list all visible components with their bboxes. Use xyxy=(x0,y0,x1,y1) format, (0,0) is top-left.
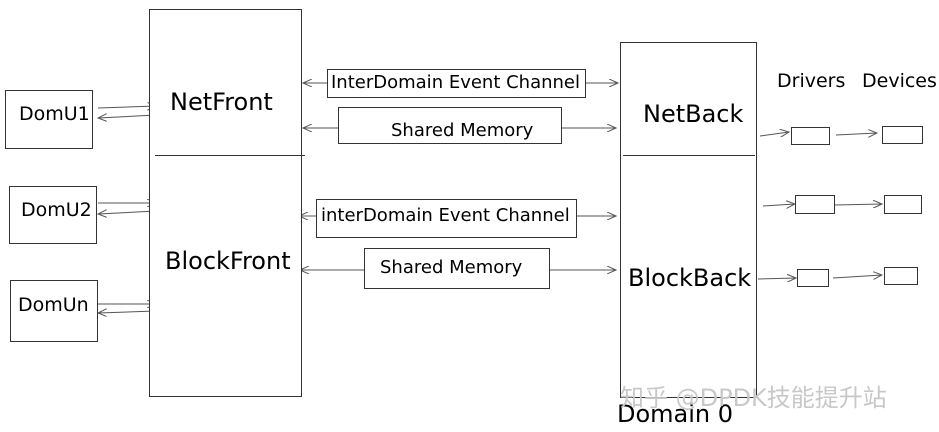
devices-header: Devices xyxy=(862,70,937,92)
domu1-box xyxy=(5,90,93,149)
domun-label: DomUn xyxy=(18,294,89,316)
block-shared-memory-box xyxy=(364,248,550,289)
blockback-label: BlockBack xyxy=(628,264,752,292)
block-event-channel-box xyxy=(316,199,577,238)
device-box xyxy=(882,126,923,144)
device-box xyxy=(884,195,922,214)
watermark: 知乎 @DPDK技能提升站 xyxy=(620,384,887,412)
netback-label: NetBack xyxy=(643,100,744,128)
drivers-header: Drivers xyxy=(777,70,846,92)
front-column xyxy=(149,9,302,397)
domu1-label: DomU1 xyxy=(19,103,90,125)
domun-box xyxy=(10,280,98,342)
net-event-channel-box xyxy=(327,69,586,98)
block-event-channel-label: interDomain Event Channel xyxy=(321,205,570,226)
netfront-label: NetFront xyxy=(170,88,273,116)
blockfront-label: BlockFront xyxy=(165,247,291,275)
net-shared-memory-label: Shared Memory xyxy=(391,120,534,141)
back-column xyxy=(620,42,757,398)
block-shared-memory-label: Shared Memory xyxy=(380,257,523,278)
driver-box xyxy=(797,269,829,287)
driver-box xyxy=(791,127,830,145)
net-shared-memory-box xyxy=(338,107,562,144)
driver-box xyxy=(795,195,835,214)
device-box xyxy=(884,267,918,285)
back-divider xyxy=(623,155,755,156)
domu2-box xyxy=(9,186,97,244)
net-event-channel-label: InterDomain Event Channel xyxy=(331,72,581,93)
front-divider xyxy=(155,155,305,156)
domain0-label: Domain 0 xyxy=(617,400,734,428)
domu2-label: DomU2 xyxy=(21,199,92,221)
